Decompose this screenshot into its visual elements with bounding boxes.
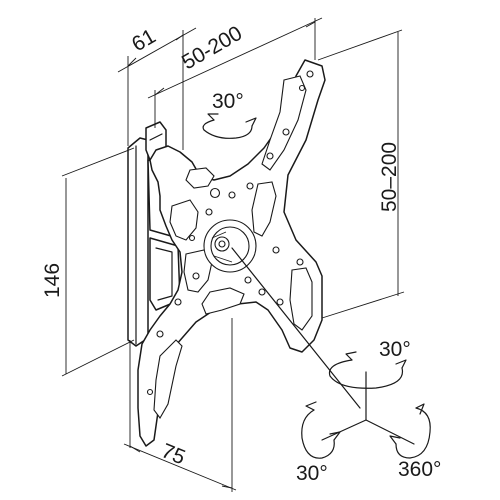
dimension-146-label: 146 <box>41 263 64 298</box>
swivel-arrow-icon <box>202 113 257 139</box>
dimension-50-200-vertical <box>317 29 405 319</box>
tilt-arrow-top-icon <box>328 351 407 389</box>
dimension-50-200-vertical-label: 50–200 <box>378 142 401 212</box>
tilt-top-angle-label: 30° <box>379 338 411 361</box>
rotation-angle-label: 360° <box>398 458 441 481</box>
vesa-plate <box>137 59 326 447</box>
tilt-bottom-angle-label: 30° <box>296 462 328 485</box>
dimension-75 <box>123 318 237 492</box>
swivel-angle-label: 30° <box>212 90 244 113</box>
dimension-75-label: 75 <box>158 439 188 469</box>
dimension-50-200-horizontal <box>147 17 323 128</box>
dimension-61 <box>117 27 197 150</box>
dimension-146 <box>61 147 135 377</box>
rotation-arrow-icon <box>389 403 431 459</box>
tilt-arrow-bottom-icon <box>301 401 341 459</box>
dimension-50-200-horizontal-label: 50-200 <box>178 22 246 75</box>
rotation-axes <box>231 247 415 445</box>
